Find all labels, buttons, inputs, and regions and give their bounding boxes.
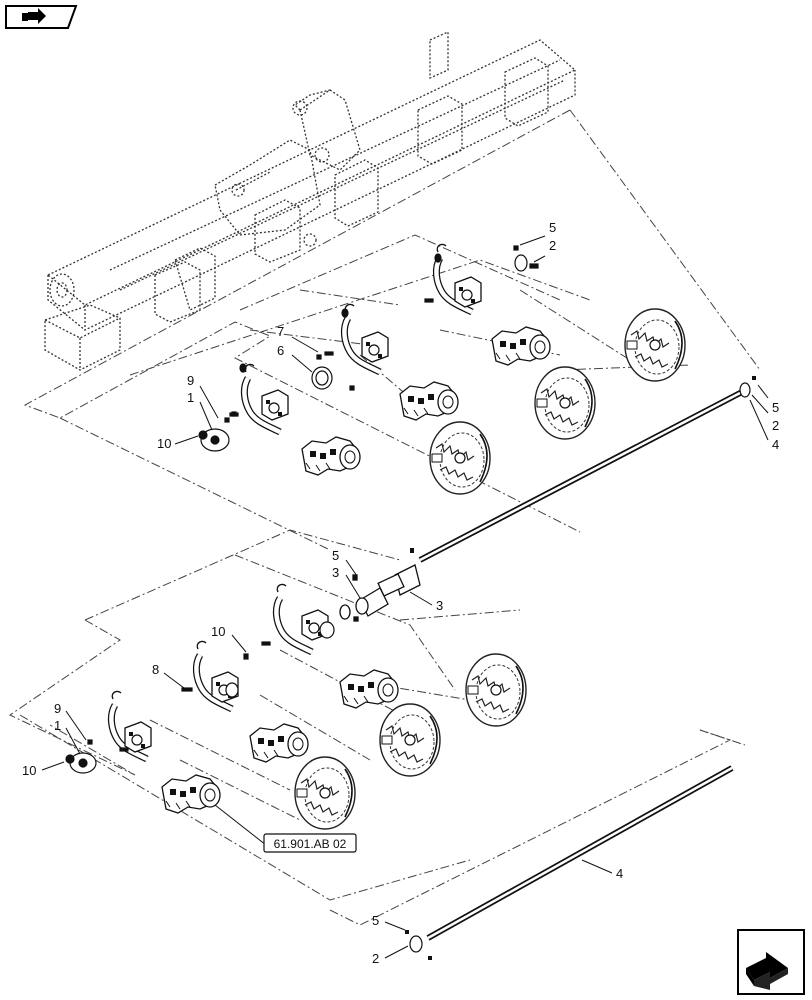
shaft-end-bearing-lower bbox=[409, 935, 423, 953]
upper-hardware bbox=[198, 245, 539, 452]
callout-3-coupler-left: 3 bbox=[332, 565, 339, 580]
flange-plate-6 bbox=[311, 366, 333, 390]
callout-10-lower: 10 bbox=[211, 624, 225, 639]
leader-lines bbox=[41, 235, 769, 959]
callout-2-shaft-end: 2 bbox=[772, 418, 779, 433]
callout-10-lower-left: 10 bbox=[22, 763, 36, 778]
callout-10-upper: 10 bbox=[157, 436, 171, 451]
callout-labels: 5 2 7 6 9 1 10 5 2 4 5 3 3 10 8 9 1 10 4… bbox=[22, 220, 779, 966]
assembly-outline-lines bbox=[9, 109, 761, 926]
reference-link-label: 61.901.AB 02 bbox=[274, 837, 347, 851]
callout-1-upper: 1 bbox=[187, 390, 194, 405]
coupler-assembly bbox=[339, 564, 421, 622]
callout-5-coupler: 5 bbox=[332, 548, 339, 563]
bearing-flange-upper-right bbox=[514, 254, 528, 272]
shaft-end-bearing-upper bbox=[739, 382, 751, 398]
next-page-arrow-icon[interactable] bbox=[736, 928, 806, 996]
callout-5-upper-right: 5 bbox=[549, 220, 556, 235]
callout-9-lower: 9 bbox=[54, 701, 61, 716]
callout-6: 6 bbox=[277, 343, 284, 358]
callout-2-upper-right: 2 bbox=[549, 238, 556, 253]
callout-4-lower-shaft: 4 bbox=[616, 866, 623, 881]
callout-9-upper: 9 bbox=[187, 373, 194, 388]
return-arrow-icon[interactable] bbox=[4, 4, 78, 30]
reference-link-box[interactable]: 61.901.AB 02 bbox=[263, 833, 357, 853]
callout-2-bottom: 2 bbox=[372, 951, 379, 966]
callout-5-bottom: 5 bbox=[372, 913, 379, 928]
nut-10-lower bbox=[65, 754, 75, 764]
callout-8: 8 bbox=[152, 662, 159, 677]
toolbar-frame bbox=[44, 30, 577, 371]
callout-3-coupler-right: 3 bbox=[436, 598, 443, 613]
callout-1-lower: 1 bbox=[54, 718, 61, 733]
lower-row-components bbox=[111, 584, 527, 830]
upper-hex-shaft bbox=[410, 376, 756, 563]
callout-5-shaft-end: 5 bbox=[772, 400, 779, 415]
nut-10-upper bbox=[198, 430, 208, 440]
lower-hardware bbox=[65, 621, 335, 774]
callout-7: 7 bbox=[277, 324, 284, 339]
callout-4-upper-shaft: 4 bbox=[772, 437, 779, 452]
lower-hex-shaft bbox=[405, 765, 734, 960]
